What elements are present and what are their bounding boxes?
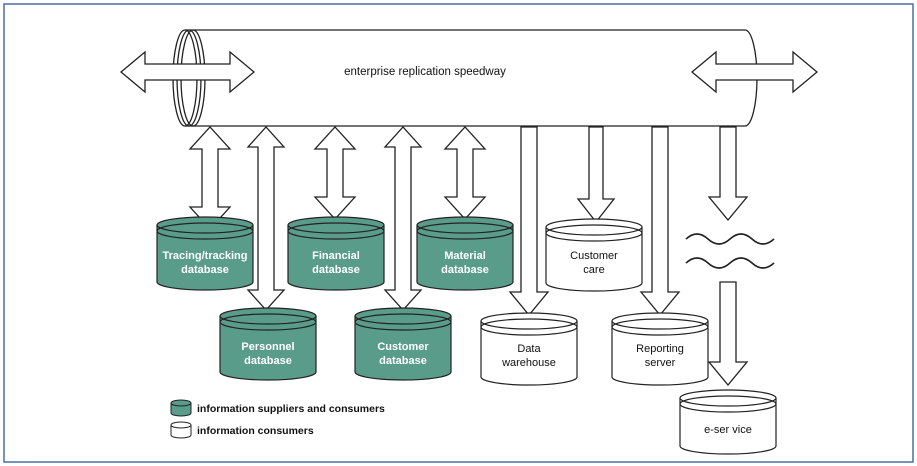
tracing-tracking-database: [156, 216, 254, 291]
network-wave-icon: [685, 233, 775, 269]
data-warehouse-label-line1: Data: [517, 343, 541, 355]
right-external-double-arrow: [690, 50, 819, 94]
left-external-double-arrow: [119, 50, 256, 94]
e-service-arrow-top: [707, 126, 749, 222]
customer-db-label-line1: Customer: [377, 341, 429, 353]
speedway-label: enterprise replication speedway: [344, 66, 506, 78]
data-warehouse-arrow: [508, 126, 550, 317]
reporting-label-line2: server: [645, 357, 676, 369]
legend-consumer-icon: [170, 421, 192, 439]
personnel-database: [219, 307, 317, 381]
customer-db-label-line2: database: [379, 355, 427, 367]
customer-care-label-line2: care: [583, 264, 604, 276]
data-warehouse-label-line2: warehouse: [501, 357, 556, 369]
reporting-server-system: [611, 312, 709, 386]
personnel-label-line1: Personnel: [241, 341, 294, 353]
e-service-system: [679, 389, 777, 455]
reporting-label-line1: Reporting: [636, 343, 684, 355]
legend-supplier-icon: [170, 399, 192, 417]
tracing-label-line2: database: [181, 264, 229, 276]
material-label-line1: Material: [444, 250, 486, 262]
e-service-label: e-ser vice: [704, 424, 752, 436]
data-warehouse-system: [480, 312, 578, 386]
replication-speedway-pipe: [172, 29, 758, 127]
customer-care-label-line1: Customer: [570, 250, 618, 262]
reporting-server-arrow: [639, 126, 681, 317]
financial-database: [287, 216, 385, 291]
customer-care-system: [545, 218, 643, 292]
customer-care-arrow: [576, 126, 616, 224]
customer-database: [354, 307, 452, 381]
personnel-label-line2: database: [244, 355, 292, 367]
tracing-label-line1: Tracing/tracking: [163, 250, 248, 262]
legend: information suppliers and consumers info…: [170, 399, 385, 439]
material-database: [416, 216, 514, 291]
material-label-line2: database: [441, 264, 489, 276]
e-service-arrow-bottom: [707, 281, 749, 387]
financial-label-line1: Financial: [312, 250, 360, 262]
legend-supplier-label: information suppliers and consumers: [197, 403, 385, 415]
legend-consumer-label: information consumers: [197, 425, 314, 437]
financial-label-line2: database: [312, 264, 360, 276]
